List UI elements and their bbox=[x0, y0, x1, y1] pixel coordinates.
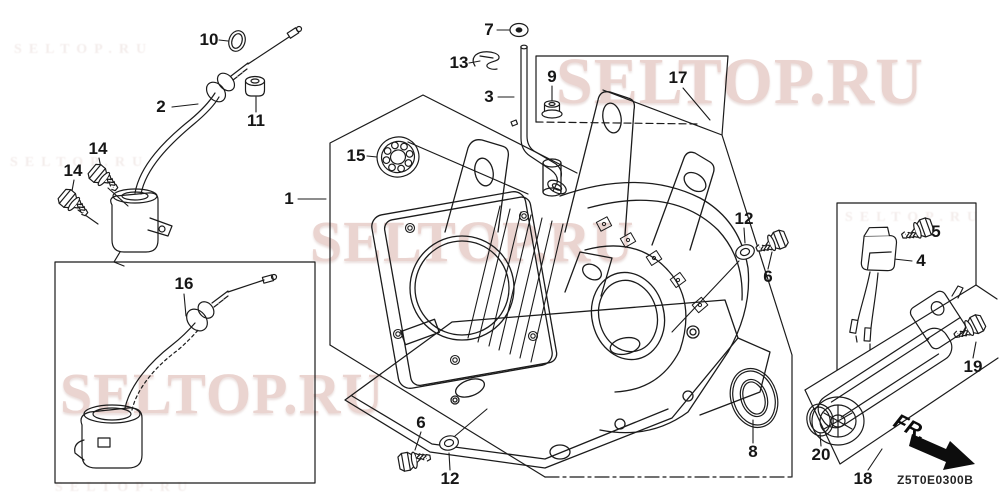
part-label-2: 2 bbox=[156, 97, 166, 116]
bearing-15-icon bbox=[376, 136, 420, 178]
sensor-4-icon bbox=[849, 226, 898, 351]
part-label-14: 14 bbox=[88, 139, 108, 158]
watermark-bottom-left: SELTOP.RU bbox=[60, 361, 385, 426]
part-label-14: 14 bbox=[63, 161, 83, 180]
part-label-11: 11 bbox=[247, 111, 265, 130]
pipe-3-icon bbox=[510, 44, 567, 195]
part-label-13: 13 bbox=[449, 53, 469, 72]
part-label-18: 18 bbox=[853, 469, 873, 488]
diagram-code: Z5T0E0300B bbox=[897, 473, 974, 487]
part-label-9: 9 bbox=[547, 67, 557, 86]
part-label-4: 4 bbox=[916, 251, 926, 270]
cable-assembly-2-icon bbox=[110, 25, 303, 267]
part-label-5: 5 bbox=[931, 222, 941, 241]
faint-watermark-row: SELTOP.RU bbox=[845, 210, 985, 225]
fr-arrow-icon bbox=[909, 434, 975, 470]
faint-watermark-row: SELTOP.RU bbox=[55, 480, 195, 495]
part-label-6: 6 bbox=[763, 267, 773, 286]
cable-assembly-16-icon bbox=[74, 273, 278, 469]
grommet-9-icon bbox=[541, 100, 563, 119]
washer-7-icon bbox=[509, 22, 529, 38]
part-label-12: 12 bbox=[734, 209, 754, 228]
oil-seal-8-icon bbox=[729, 367, 779, 429]
oring-20-icon bbox=[806, 403, 834, 437]
faint-watermark-row: SELTOP.RU bbox=[10, 155, 150, 170]
ring-10-icon bbox=[228, 30, 246, 52]
clip-13-icon bbox=[472, 51, 500, 70]
small-parts bbox=[55, 22, 988, 473]
group-boxes bbox=[54, 55, 999, 484]
part-label-15: 15 bbox=[346, 146, 366, 165]
part-label-7: 7 bbox=[484, 20, 494, 39]
part-label-3: 3 bbox=[484, 87, 494, 106]
part-label-16: 16 bbox=[174, 274, 194, 293]
cooling-fins bbox=[467, 205, 564, 363]
faint-watermark-row: SELTOP.RU bbox=[14, 42, 154, 57]
watermark-top-right: SELTOP.RU bbox=[556, 45, 924, 118]
part-label-10: 10 bbox=[199, 30, 219, 49]
part-label-12: 12 bbox=[440, 469, 460, 488]
part-label-8: 8 bbox=[748, 442, 758, 461]
part-label-17: 17 bbox=[668, 68, 688, 87]
part-label-1: 1 bbox=[284, 189, 294, 208]
part-label-6: 6 bbox=[416, 413, 426, 432]
part-label-20: 20 bbox=[811, 445, 831, 464]
part-label-19: 19 bbox=[963, 357, 983, 376]
handle-18-icon bbox=[811, 285, 967, 446]
leader-lines bbox=[71, 29, 977, 471]
nut-11-icon bbox=[244, 75, 266, 97]
cylinder-barrel-drawing bbox=[344, 91, 771, 469]
